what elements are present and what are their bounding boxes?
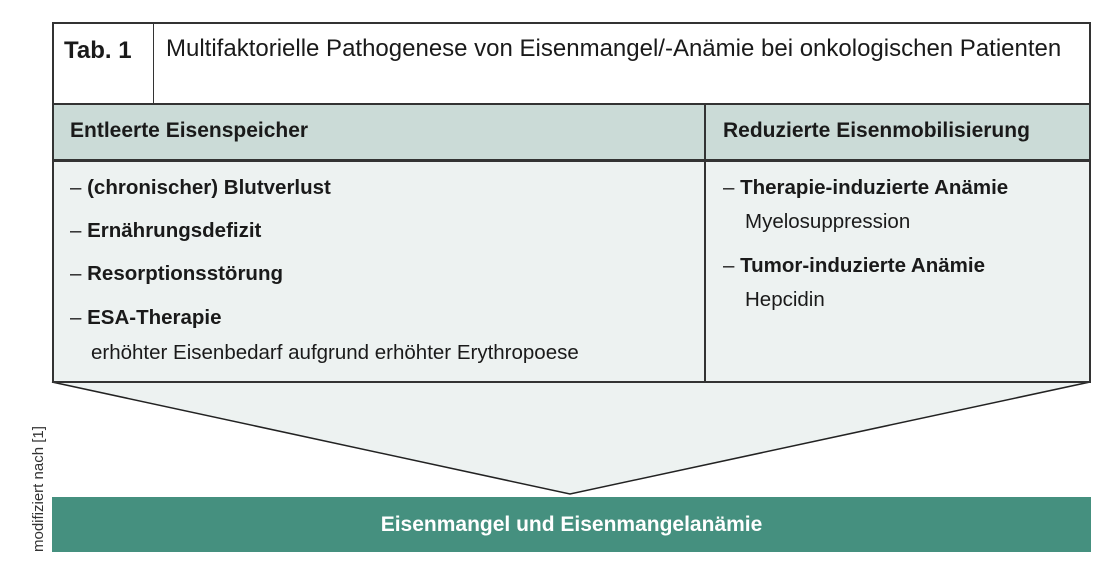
source-note: modifiziert nach [1] [30,426,47,552]
result-bar: Eisenmangel und Eisenmangelanämie [52,497,1091,552]
column-header-band [52,104,1091,161]
list-item-detail: erhöhter Eisenbedarf aufgrund erhöhter E… [91,341,579,364]
list-item: – Resorptionsstörung [70,262,284,285]
list-item-detail: Myelosuppression [745,210,911,233]
table-body [52,160,1091,383]
table-number: Tab. 1 [52,22,154,105]
table-header [52,22,1091,105]
list-item: – Therapie-induzierte Anämie [723,176,1009,199]
list-item: – (chronischer) Blutverlust [70,176,331,199]
column-header-entleerte: Entleerte Eisenspeicher [70,119,309,142]
list-item: – ESA-Therapie [70,306,222,329]
list-item-detail: Hepcidin [745,288,825,311]
table-title: Multifaktorielle Pathogenese von Eisenma… [166,35,1062,62]
column-header-reduzierte: Reduzierte Eisenmobilisierung [723,119,1030,142]
column-divider [704,104,706,383]
list-item: – Tumor-induzierte Anämie [723,254,985,277]
list-item: – Ernährungsdefizit [70,219,262,242]
